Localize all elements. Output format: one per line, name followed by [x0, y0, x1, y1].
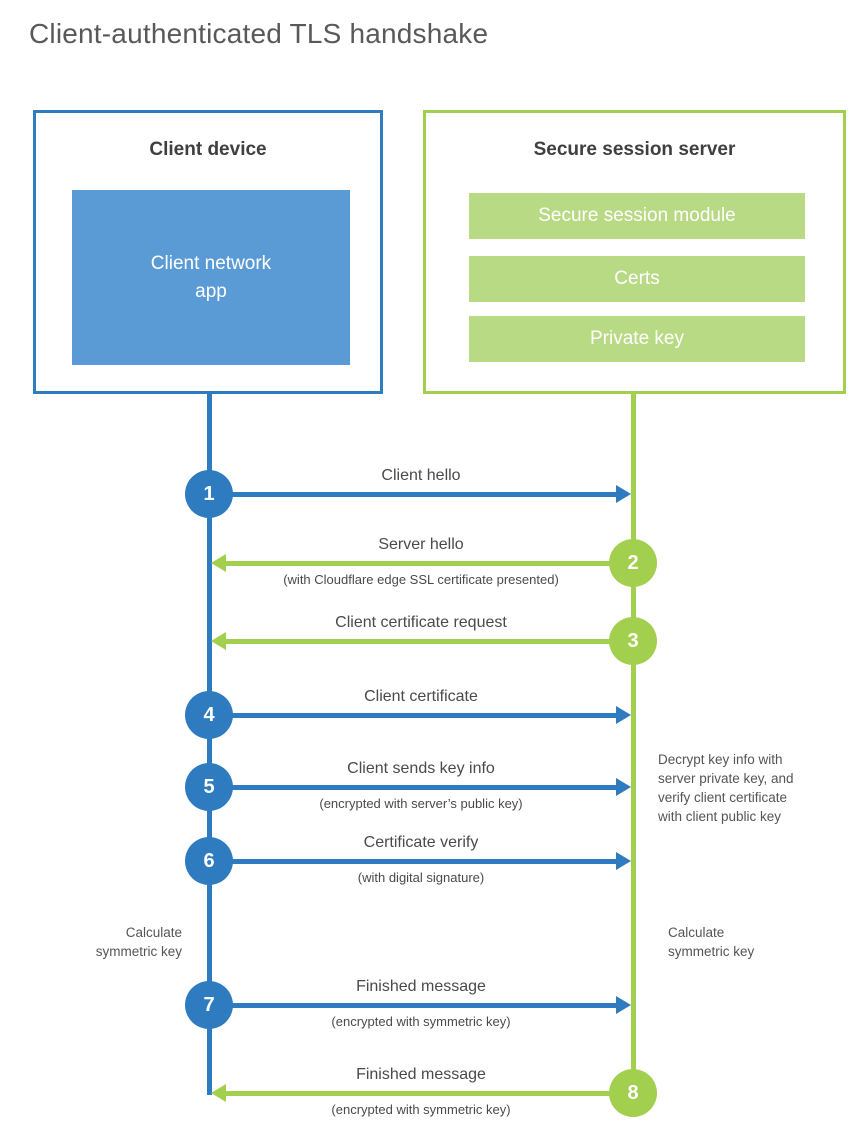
client-device-box: Client device Client network app [33, 110, 383, 394]
step-2-label: Server hello [378, 536, 464, 553]
step-1-label: Client hello [381, 467, 461, 484]
secure-session-server-box: Secure session server Secure session mod… [423, 110, 846, 394]
step-7-arrowhead-icon [616, 996, 631, 1014]
step-4-badge: 4 [185, 691, 233, 739]
step-5-subtitle: (encrypted with server’s public key) [319, 796, 523, 811]
step-2-subtitle: (with Cloudflare edge SSL certificate pr… [283, 572, 559, 587]
private-key-bar: Private key [469, 316, 805, 362]
step-4-arrowhead-icon [616, 706, 631, 724]
step-3-arrowhead-icon [211, 632, 226, 650]
step-6-badge: 6 [185, 837, 233, 885]
step-1-arrow [209, 492, 616, 497]
certs-bar: Certs [469, 256, 805, 302]
step-6-arrowhead-icon [616, 852, 631, 870]
step-7-label: Finished message [356, 978, 486, 995]
step-7-subtitle: (encrypted with symmetric key) [331, 1014, 511, 1029]
step-1-arrowhead-icon [616, 485, 631, 503]
step-3-arrow [226, 639, 633, 644]
step-5-arrow [209, 785, 616, 790]
step-3-badge: 3 [609, 617, 657, 665]
step-7-arrow [209, 1003, 616, 1008]
step-8-arrowhead-icon [211, 1084, 226, 1102]
step-8-subtitle: (encrypted with symmetric key) [331, 1102, 511, 1117]
step-5-badge: 5 [185, 763, 233, 811]
client-network-app-box: Client network app [72, 190, 350, 365]
step-2-badge: 2 [609, 539, 657, 587]
step-3-label: Client certificate request [335, 614, 507, 631]
step-5-arrowhead-icon [616, 778, 631, 796]
step-1-badge: 1 [185, 470, 233, 518]
step-4-label: Client certificate [364, 688, 478, 705]
step-6-subtitle: (with digital signature) [357, 870, 485, 885]
server-lifeline [631, 394, 636, 1117]
calculate-symmetric-key-note-client: Calculate symmetric key [95, 925, 182, 959]
calculate-symmetric-key-note-server: Calculate symmetric key [668, 925, 755, 959]
step-6-arrow [209, 859, 616, 864]
step-7-badge: 7 [185, 981, 233, 1029]
client-device-title: Client device [149, 139, 267, 160]
secure-session-server-title: Secure session server [533, 139, 736, 160]
client-lifeline [207, 394, 212, 1095]
step-8-badge: 8 [609, 1069, 657, 1117]
step-2-arrow [226, 561, 633, 566]
step-6-label: Certificate verify [363, 834, 479, 851]
step-8-label: Finished message [356, 1066, 486, 1083]
secure-session-module-bar: Secure session module [469, 193, 805, 239]
diagram-title: Client-authenticated TLS handshake [29, 18, 489, 49]
step-5-label: Client sends key info [347, 760, 495, 777]
step-2-arrowhead-icon [211, 554, 226, 572]
step-4-arrow [209, 713, 616, 718]
decrypt-key-note: Decrypt key info with server private key… [658, 752, 794, 824]
step-8-arrow [226, 1091, 633, 1096]
